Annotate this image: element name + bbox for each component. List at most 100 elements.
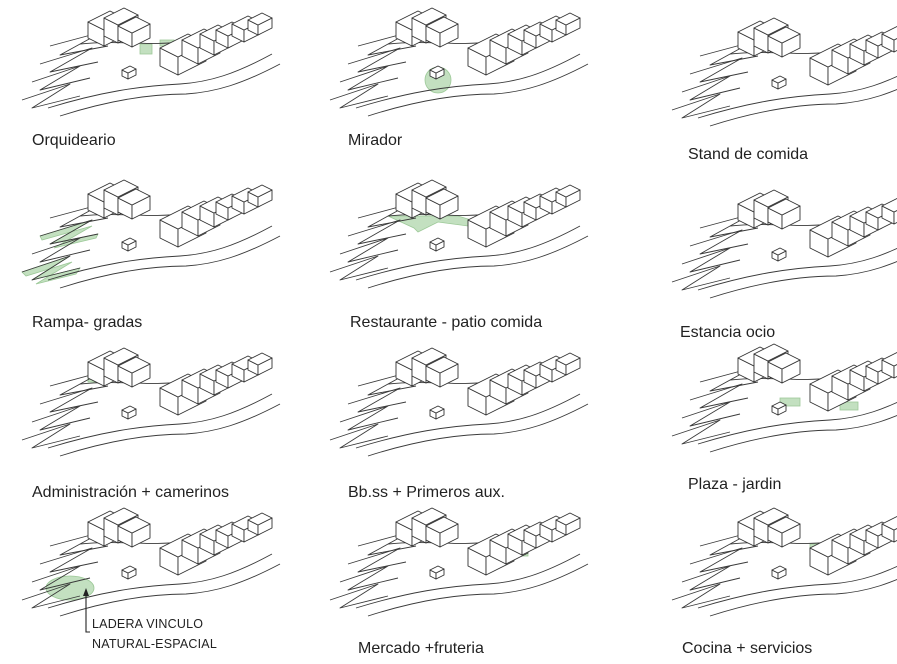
promenade-path	[709, 579, 897, 617]
ramp-path	[39, 547, 99, 573]
building-block	[753, 189, 789, 208]
annotation-label: LADERA VINCULO NATURAL-ESPACIAL	[92, 614, 217, 654]
highlight-area	[139, 43, 153, 55]
ramp-path	[347, 547, 407, 573]
ramp-path	[681, 247, 741, 273]
building-block	[881, 25, 897, 41]
promenade-path	[47, 393, 273, 449]
diagram-caption: Mercado +fruteria	[358, 640, 484, 657]
diagram-stand-de-comida: Stand de comida	[660, 10, 897, 174]
ramp-path	[671, 419, 731, 445]
ramp-path	[347, 219, 407, 245]
massing-diagram	[329, 179, 589, 289]
ramp-path	[689, 383, 749, 409]
ramp-path	[689, 57, 749, 83]
promenade-path	[59, 235, 281, 289]
building-block	[767, 198, 801, 216]
diagram-caption: Restaurante - patio comida	[350, 314, 543, 331]
ramp-path	[339, 405, 399, 431]
building-block	[555, 512, 581, 526]
building-block	[247, 12, 273, 26]
highlight-area	[839, 401, 859, 411]
building-block	[429, 65, 445, 74]
building-block	[117, 188, 151, 206]
building-block	[767, 516, 801, 534]
building-block	[893, 209, 897, 225]
diagram-bbss-primeros-aux: Bb.ss + Primeros aux.	[318, 340, 608, 504]
building-block	[425, 16, 459, 34]
diagram-mercado-fruteria: Mercado +fruteria	[318, 500, 608, 664]
promenade-path	[709, 89, 897, 127]
building-block	[771, 247, 787, 256]
ramp-path	[671, 583, 731, 609]
diagram-ladera-vinculo: LADERA VINCULO NATURAL-ESPACIAL	[10, 500, 300, 664]
massing-diagram	[21, 347, 281, 457]
ramp-path	[329, 423, 389, 449]
building-block	[103, 347, 139, 366]
promenade-path	[367, 403, 589, 457]
promenade-path	[709, 415, 897, 453]
building-block	[753, 17, 789, 36]
massing-diagram	[671, 343, 897, 453]
ramp-path	[21, 255, 81, 281]
building-block	[771, 401, 787, 410]
massing-diagram	[329, 347, 589, 457]
building-block	[429, 405, 445, 414]
building-block	[117, 16, 151, 34]
building-block	[411, 347, 447, 366]
building-block	[117, 356, 151, 374]
promenade-path	[697, 565, 897, 609]
ramp-path	[31, 405, 91, 431]
building-block	[117, 516, 151, 534]
ramp-path	[681, 75, 741, 101]
ramp-path	[347, 387, 407, 413]
ramp-path	[21, 583, 81, 609]
highlight-area	[387, 215, 480, 233]
diagram-caption: Mirador	[348, 132, 403, 149]
ramp-path	[329, 583, 389, 609]
highlight-area	[45, 575, 95, 601]
building-block	[753, 507, 789, 526]
diagram-orquideario: Orquideario	[10, 0, 300, 164]
annotation-line-1: LADERA VINCULO	[92, 617, 204, 631]
ramp-path	[681, 565, 741, 591]
promenade-path	[355, 225, 581, 281]
massing-diagram	[671, 17, 897, 127]
massing-diagram	[21, 507, 281, 617]
ramp-path	[347, 47, 407, 73]
building-block	[881, 515, 897, 531]
ramp-path	[21, 83, 81, 109]
building-block	[555, 352, 581, 366]
building-block	[425, 188, 459, 206]
building-block	[121, 405, 137, 414]
diagram-caption: Stand de comida	[688, 146, 809, 163]
massing-diagram	[671, 189, 897, 299]
building-block	[411, 7, 447, 26]
promenade-path	[697, 247, 897, 291]
diagram-cocina-servicios: Cocina + servicios	[660, 500, 897, 664]
promenade-path	[367, 63, 589, 117]
promenade-path	[47, 53, 273, 109]
ramp-path	[671, 93, 731, 119]
building-block	[103, 179, 139, 198]
ramp-path	[689, 547, 749, 573]
diagram-rampa-gradas: Rampa- gradas	[10, 172, 300, 336]
diagram-administracion-camerinos: Administración + camerinos	[10, 340, 300, 504]
promenade-path	[697, 401, 897, 445]
ramp-path	[681, 401, 741, 427]
building-block	[425, 356, 459, 374]
ramp-path	[39, 387, 99, 413]
building-block	[555, 12, 581, 26]
massing-diagram	[329, 7, 589, 117]
building-block	[103, 7, 139, 26]
promenade-path	[355, 553, 581, 609]
building-block	[247, 352, 273, 366]
ramp-path	[39, 219, 99, 245]
building-block	[103, 507, 139, 526]
diagram-restaurante-patio-comida: Restaurante - patio comida	[318, 172, 608, 336]
ramp-path	[31, 237, 91, 263]
massing-diagram	[671, 507, 897, 617]
building-block	[753, 343, 789, 362]
promenade-path	[367, 563, 589, 617]
ramp-path	[39, 47, 99, 73]
